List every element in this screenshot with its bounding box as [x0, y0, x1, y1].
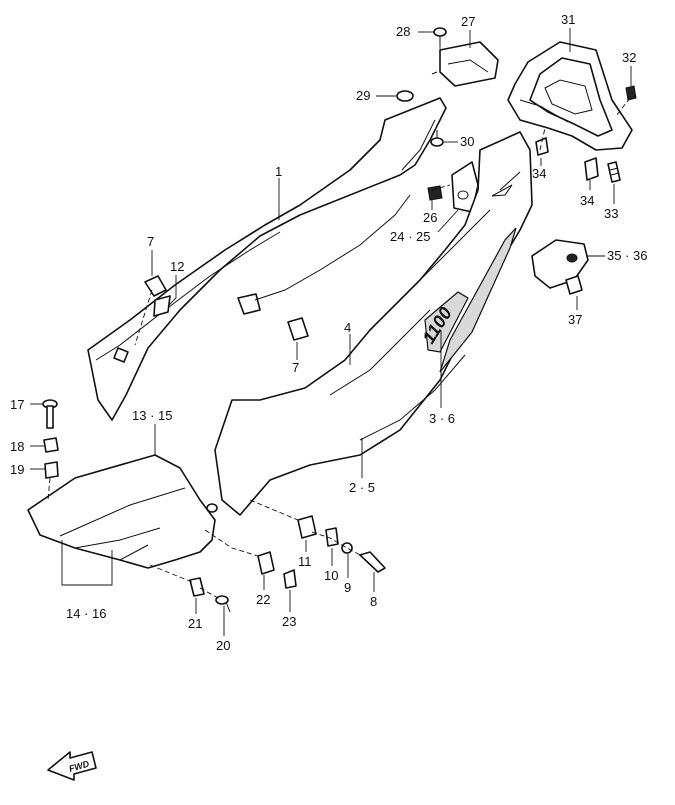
part-28-screw — [433, 27, 447, 46]
callout-labels: 28 27 31 32 29 30 1 34 34 33 26 24 · 25 … — [10, 12, 647, 653]
part-8-bolt — [359, 551, 386, 573]
callout-35-36: 35 · 36 — [607, 248, 647, 263]
part-32-bolt — [625, 85, 637, 101]
callout-23: 23 — [282, 614, 296, 629]
callout-19: 19 — [10, 462, 24, 477]
callout-37: 37 — [568, 312, 582, 327]
part-26-bolt — [427, 185, 443, 201]
part-4-side-cover — [214, 131, 533, 516]
part-11-grommet — [297, 515, 317, 539]
part-22-grommet — [257, 551, 275, 575]
callout-34-a: 34 — [532, 166, 546, 181]
callout-31: 31 — [561, 12, 575, 27]
part-34-clip-b — [584, 157, 599, 181]
callout-2-5: 2 · 5 — [349, 480, 375, 495]
part-17-bolt — [42, 399, 58, 429]
part-31-bracket — [507, 41, 633, 151]
part-9-washer — [341, 542, 353, 554]
callout-24-25: 24 · 25 — [390, 229, 430, 244]
callout-29: 29 — [356, 88, 370, 103]
part-1-frame-cover — [87, 97, 447, 421]
callout-7-lower: 7 — [292, 360, 299, 375]
part-13-15-lower-cover — [27, 454, 218, 569]
part-29-clip — [396, 90, 414, 102]
part-33-screw — [607, 161, 621, 183]
assembly-lines — [47, 44, 631, 599]
leader-lines — [30, 28, 632, 636]
callout-28: 28 — [396, 24, 410, 39]
callout-33: 33 — [604, 206, 618, 221]
callout-3-6: 3 · 6 — [429, 411, 455, 426]
callout-26: 26 — [423, 210, 437, 225]
callout-18: 18 — [10, 439, 24, 454]
part-37-collar — [565, 275, 583, 295]
callout-10: 10 — [324, 568, 338, 583]
callout-17: 17 — [10, 397, 24, 412]
part-20-screw — [215, 595, 231, 613]
part-21-grommet — [189, 577, 205, 597]
callout-11: 11 — [298, 554, 312, 569]
callout-32: 32 — [622, 50, 636, 65]
callout-14-16: 14 · 16 — [66, 606, 106, 621]
fwd-arrow-icon: FWD — [47, 751, 97, 781]
callout-1: 1 — [275, 164, 282, 179]
part-7-grommet-lower — [287, 317, 309, 341]
callout-34-b: 34 — [580, 193, 594, 208]
callout-22: 22 — [256, 592, 270, 607]
callout-12: 12 — [170, 259, 184, 274]
callout-7-upper: 7 — [147, 234, 154, 249]
callout-21: 21 — [188, 616, 202, 631]
part-27-plate — [431, 41, 499, 87]
part-18-collar — [43, 437, 59, 453]
callout-8: 8 — [370, 594, 377, 609]
part-35-36-cushion — [531, 239, 589, 289]
part-23-collar — [283, 569, 297, 589]
callout-30: 30 — [460, 134, 474, 149]
callout-27: 27 — [461, 14, 475, 29]
part-12-pad — [153, 295, 171, 317]
part-19-grommet — [44, 461, 59, 479]
part-10-collar — [325, 527, 339, 547]
part-7-grommet-upper — [144, 275, 167, 297]
part-30-screw — [430, 130, 444, 147]
callout-20: 20 — [216, 638, 230, 653]
callout-9: 9 — [344, 580, 351, 595]
callout-13-15: 13 · 15 — [132, 408, 172, 423]
callout-4: 4 — [344, 320, 351, 335]
